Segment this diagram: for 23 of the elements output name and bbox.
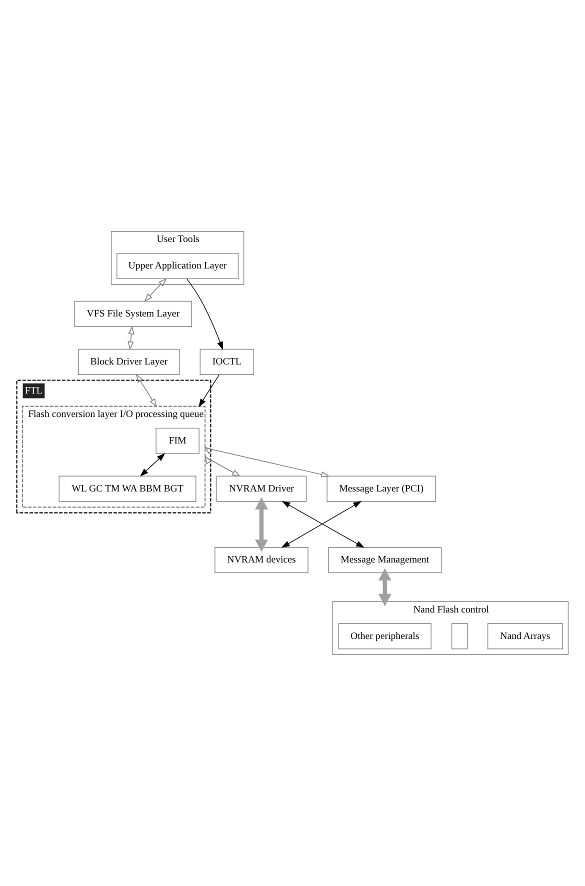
node-box: NVRAM Driver: [216, 476, 307, 502]
arrow: [204, 446, 330, 478]
arrow: [136, 374, 158, 408]
node-box: NVRAM devices: [214, 547, 308, 574]
arrow: [255, 497, 268, 552]
arrow: [128, 326, 134, 350]
node-box: Message Layer (PCI): [326, 476, 436, 502]
node-box: VFS File System Layer: [74, 300, 192, 327]
node-box: [452, 623, 468, 650]
arrow: [186, 278, 224, 350]
arrow: [204, 455, 241, 477]
node-box: WL GC TM WA BBM BGT: [58, 476, 196, 502]
node-box: FIM: [156, 428, 200, 454]
node-box: IOCTL: [200, 348, 254, 375]
arrow: [198, 374, 220, 408]
node-box: Block Driver Layer: [78, 348, 180, 375]
node-box: Other peripherals: [338, 623, 432, 650]
arrow: [378, 568, 392, 606]
node-box: Message Management: [328, 547, 442, 574]
arrow: [144, 278, 167, 302]
node-box: Nand Arrays: [487, 623, 563, 650]
node-box: Upper Application Layer: [116, 252, 239, 280]
arrow: [140, 453, 166, 477]
